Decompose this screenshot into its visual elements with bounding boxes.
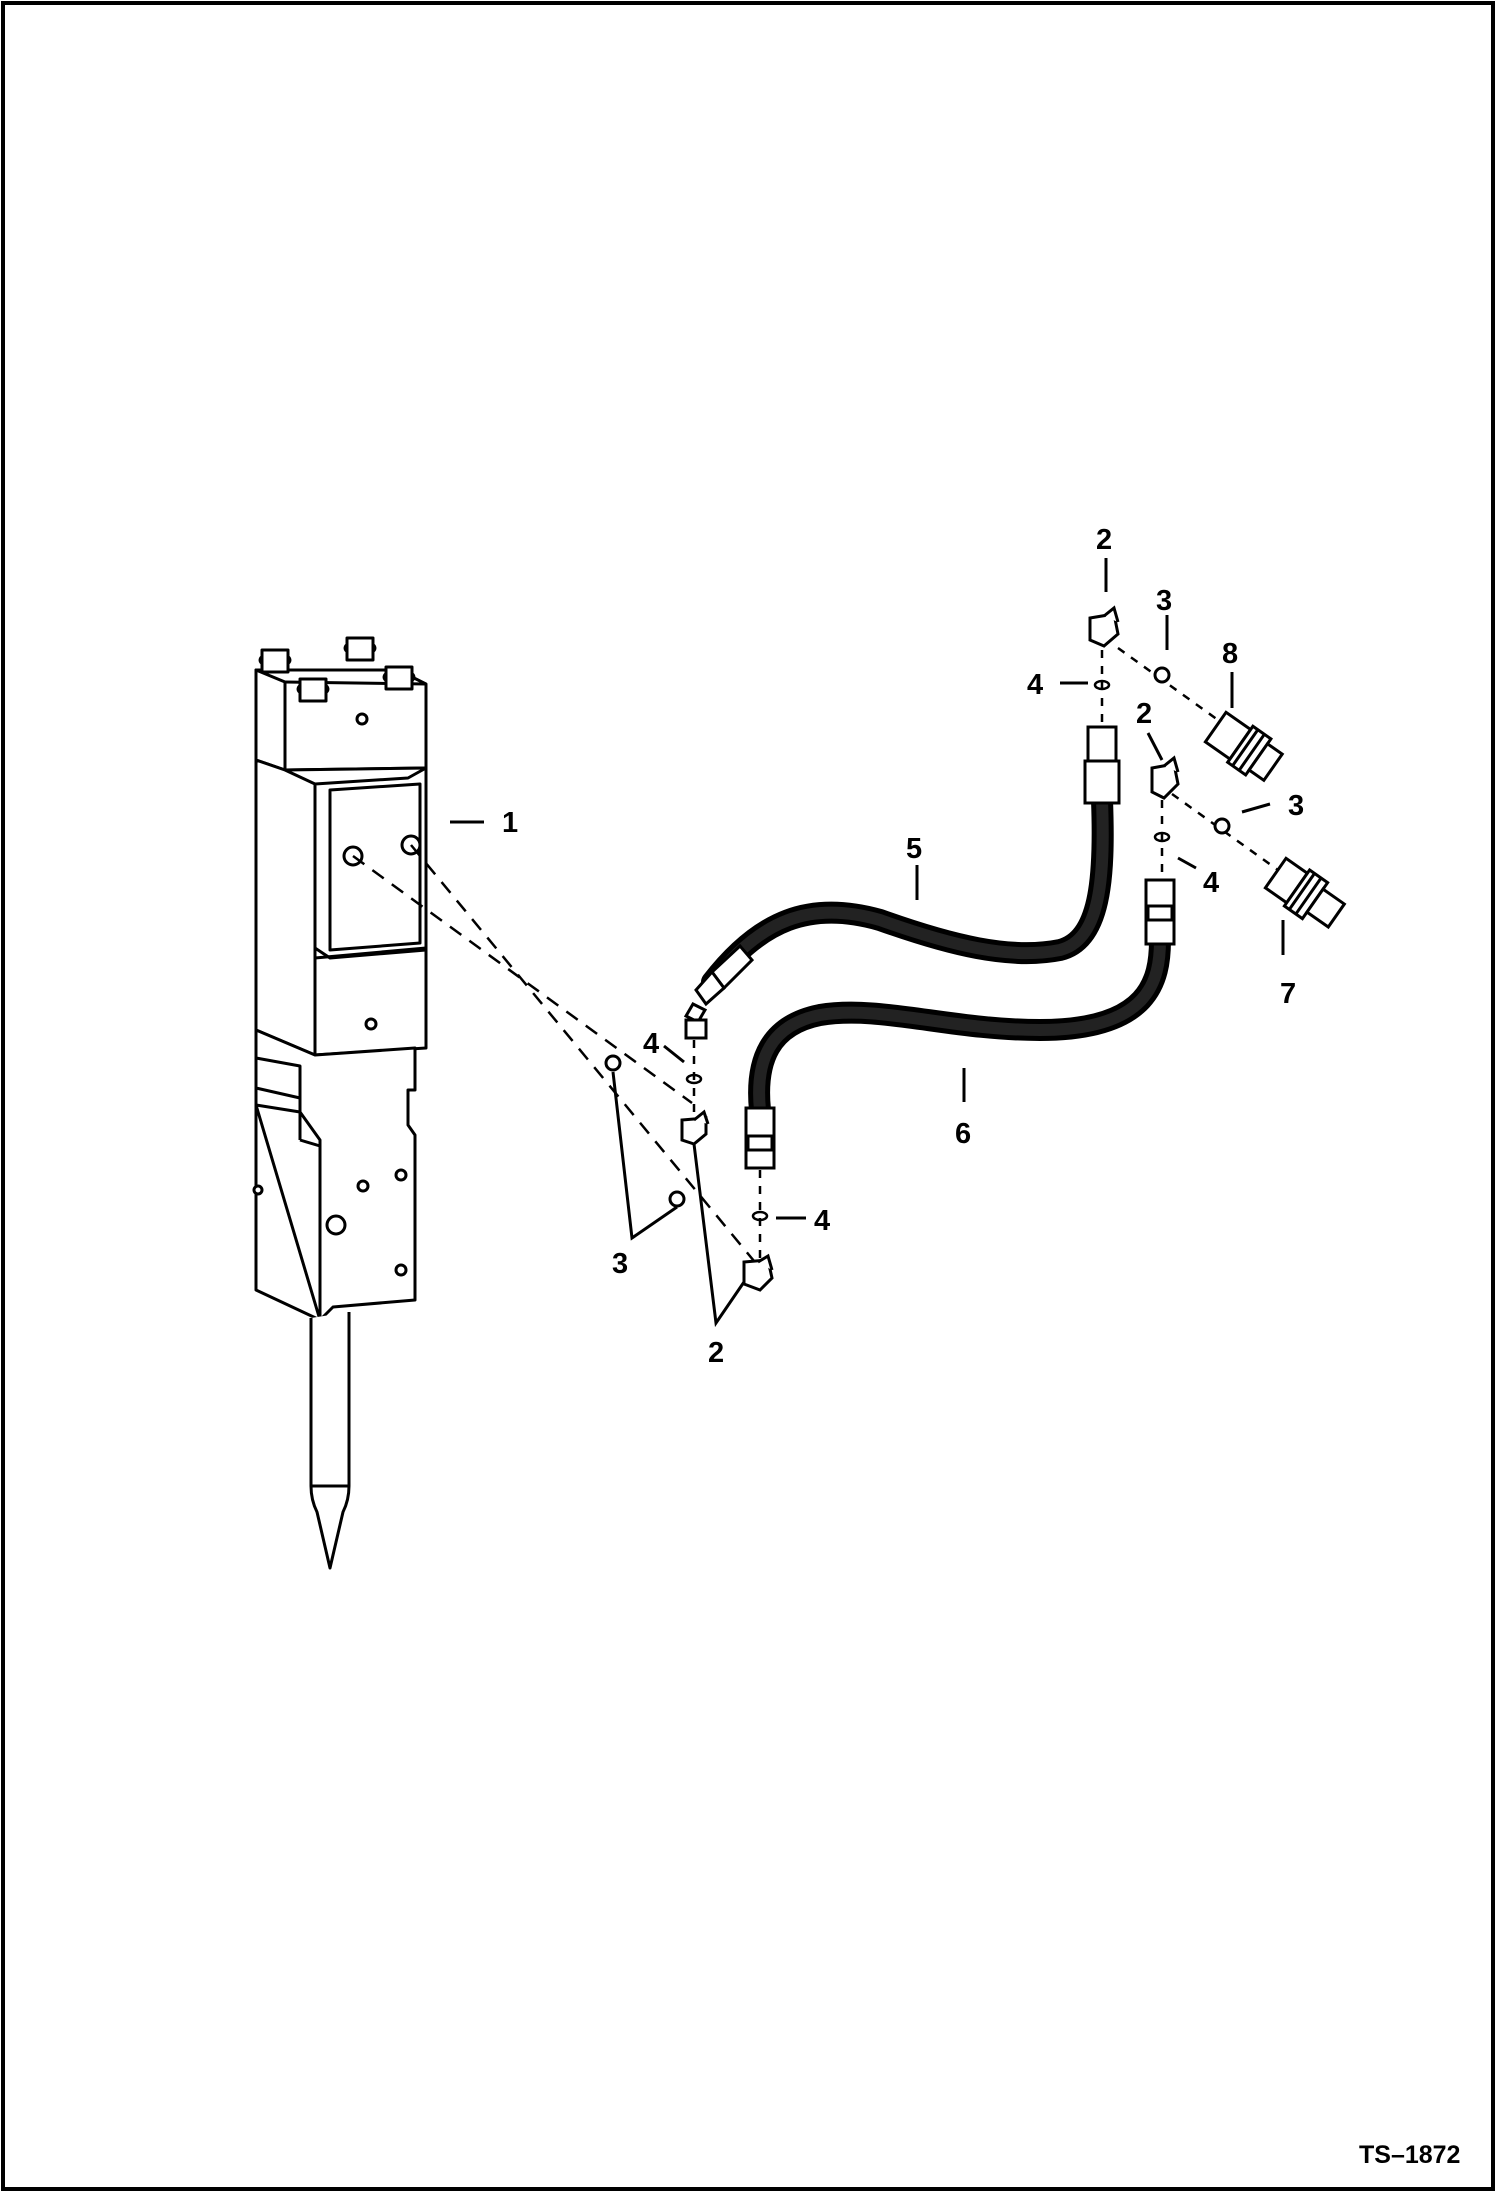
callout-2-top: 2 [1096, 524, 1112, 556]
hydraulic-hose-icon [683, 725, 1121, 1040]
callout-2-mid: 2 [1136, 698, 1152, 730]
callout-leaders [450, 558, 1285, 1220]
elbow-fitting-icon [1088, 605, 1180, 800]
callout-1: 1 [502, 807, 518, 839]
callout-5: 5 [906, 833, 922, 865]
callout-4-bottom: 4 [814, 1205, 830, 1237]
o-ring-icon [604, 1054, 686, 1208]
callout-4-mid: 4 [1203, 867, 1219, 899]
leader-lines [611, 1071, 746, 1328]
callout-3-right: 3 [1288, 790, 1304, 822]
o-ring-icon [1153, 666, 1231, 835]
callout-3-top: 3 [1156, 585, 1172, 617]
callout-4-top: 4 [1027, 669, 1043, 701]
callout-3-bottom: 3 [612, 1248, 628, 1280]
elbow-fitting-icon [680, 1109, 774, 1292]
figure-code: TS–1872 [1359, 2141, 1460, 2169]
callout-6: 6 [955, 1118, 971, 1150]
callout-7: 7 [1280, 978, 1296, 1010]
callout-4-left: 4 [643, 1028, 659, 1060]
quick-coupler-icon [1203, 710, 1347, 930]
hydraulic-breaker-icon [252, 636, 428, 1570]
port-alignment-lines [352, 844, 769, 1279]
callout-2-bottom: 2 [708, 1337, 724, 1369]
callout-8: 8 [1222, 638, 1238, 670]
hydraulic-hose-icon [744, 878, 1176, 1170]
